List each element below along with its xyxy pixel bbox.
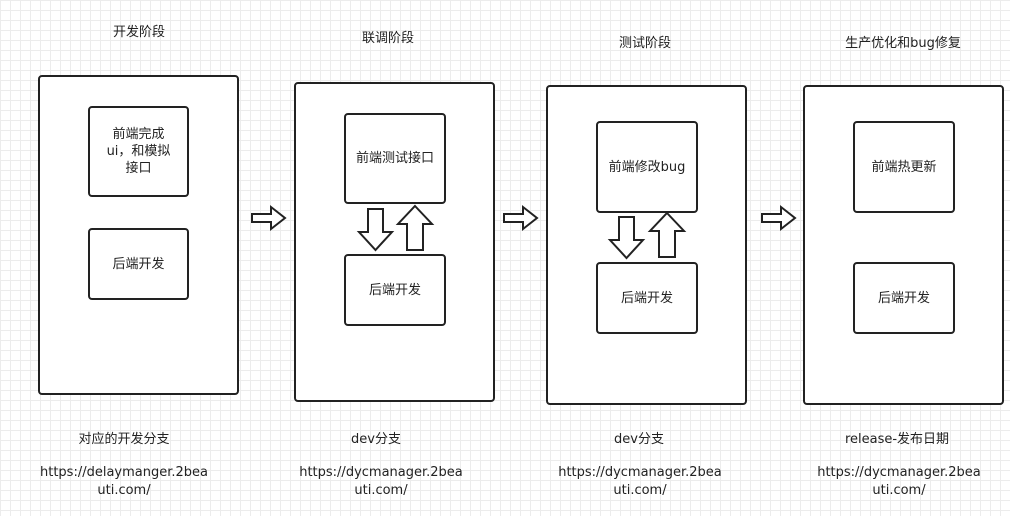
stage-flow-arrow-3 xyxy=(761,204,797,232)
down-arrow-icon xyxy=(356,208,395,252)
stage-1-frontend-box: 前端完成ui，和模拟接口 xyxy=(88,106,189,197)
stage-2-title: 联调阶段 xyxy=(361,31,414,46)
up-arrow-icon xyxy=(647,211,687,258)
stage-4-branch-label: release-发布日期 xyxy=(844,432,950,447)
stage-3-frontend-box: 前端修改bug xyxy=(596,121,698,213)
stage-3-backend-box: 后端开发 xyxy=(596,262,698,334)
stage-3-title: 测试阶段 xyxy=(618,36,671,51)
stage-1-backend-box: 后端开发 xyxy=(88,228,189,300)
stage-4-title: 生产优化和bug修复 xyxy=(845,36,961,51)
stage-flow-arrow-2 xyxy=(503,204,539,232)
stage-2-url: https://dycmanager.2beauti.com/ xyxy=(299,465,463,498)
stage-4-url: https://dycmanager.2beauti.com/ xyxy=(817,465,981,498)
stage-2-branch-label: dev分支 xyxy=(351,432,401,447)
down-arrow-icon xyxy=(607,216,646,260)
stage-2-backend-box: 后端开发 xyxy=(344,254,446,326)
stage-1-branch-label: 对应的开发分支 xyxy=(78,432,170,447)
stage-4-backend-box: 后端开发 xyxy=(853,262,955,334)
stage-1-title: 开发阶段 xyxy=(112,25,165,40)
stage-4-container xyxy=(803,85,1004,405)
stage-3-url: https://dycmanager.2beauti.com/ xyxy=(558,465,722,498)
stage-4-frontend-box: 前端热更新 xyxy=(853,121,955,213)
stage-1-url: https://delaymanger.2beauti.com/ xyxy=(39,465,208,498)
up-arrow-icon xyxy=(395,204,435,251)
stage-3-branch-label: dev分支 xyxy=(614,432,664,447)
stage-2-frontend-box: 前端测试接口 xyxy=(344,113,446,204)
stage-flow-arrow-1 xyxy=(251,204,287,232)
